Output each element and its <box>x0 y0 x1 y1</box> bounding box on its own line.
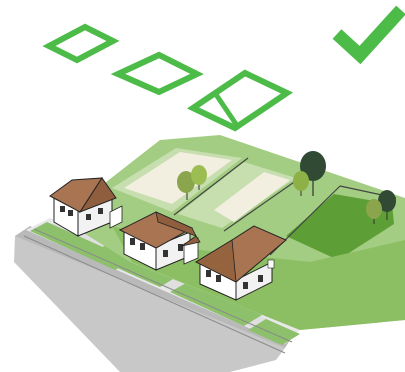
lot-outline-icon-1 <box>49 27 113 60</box>
lot-outline-icon-3-divided <box>193 73 287 128</box>
lot-outline-icon-2 <box>118 55 197 92</box>
checkmark-icon <box>337 10 401 55</box>
